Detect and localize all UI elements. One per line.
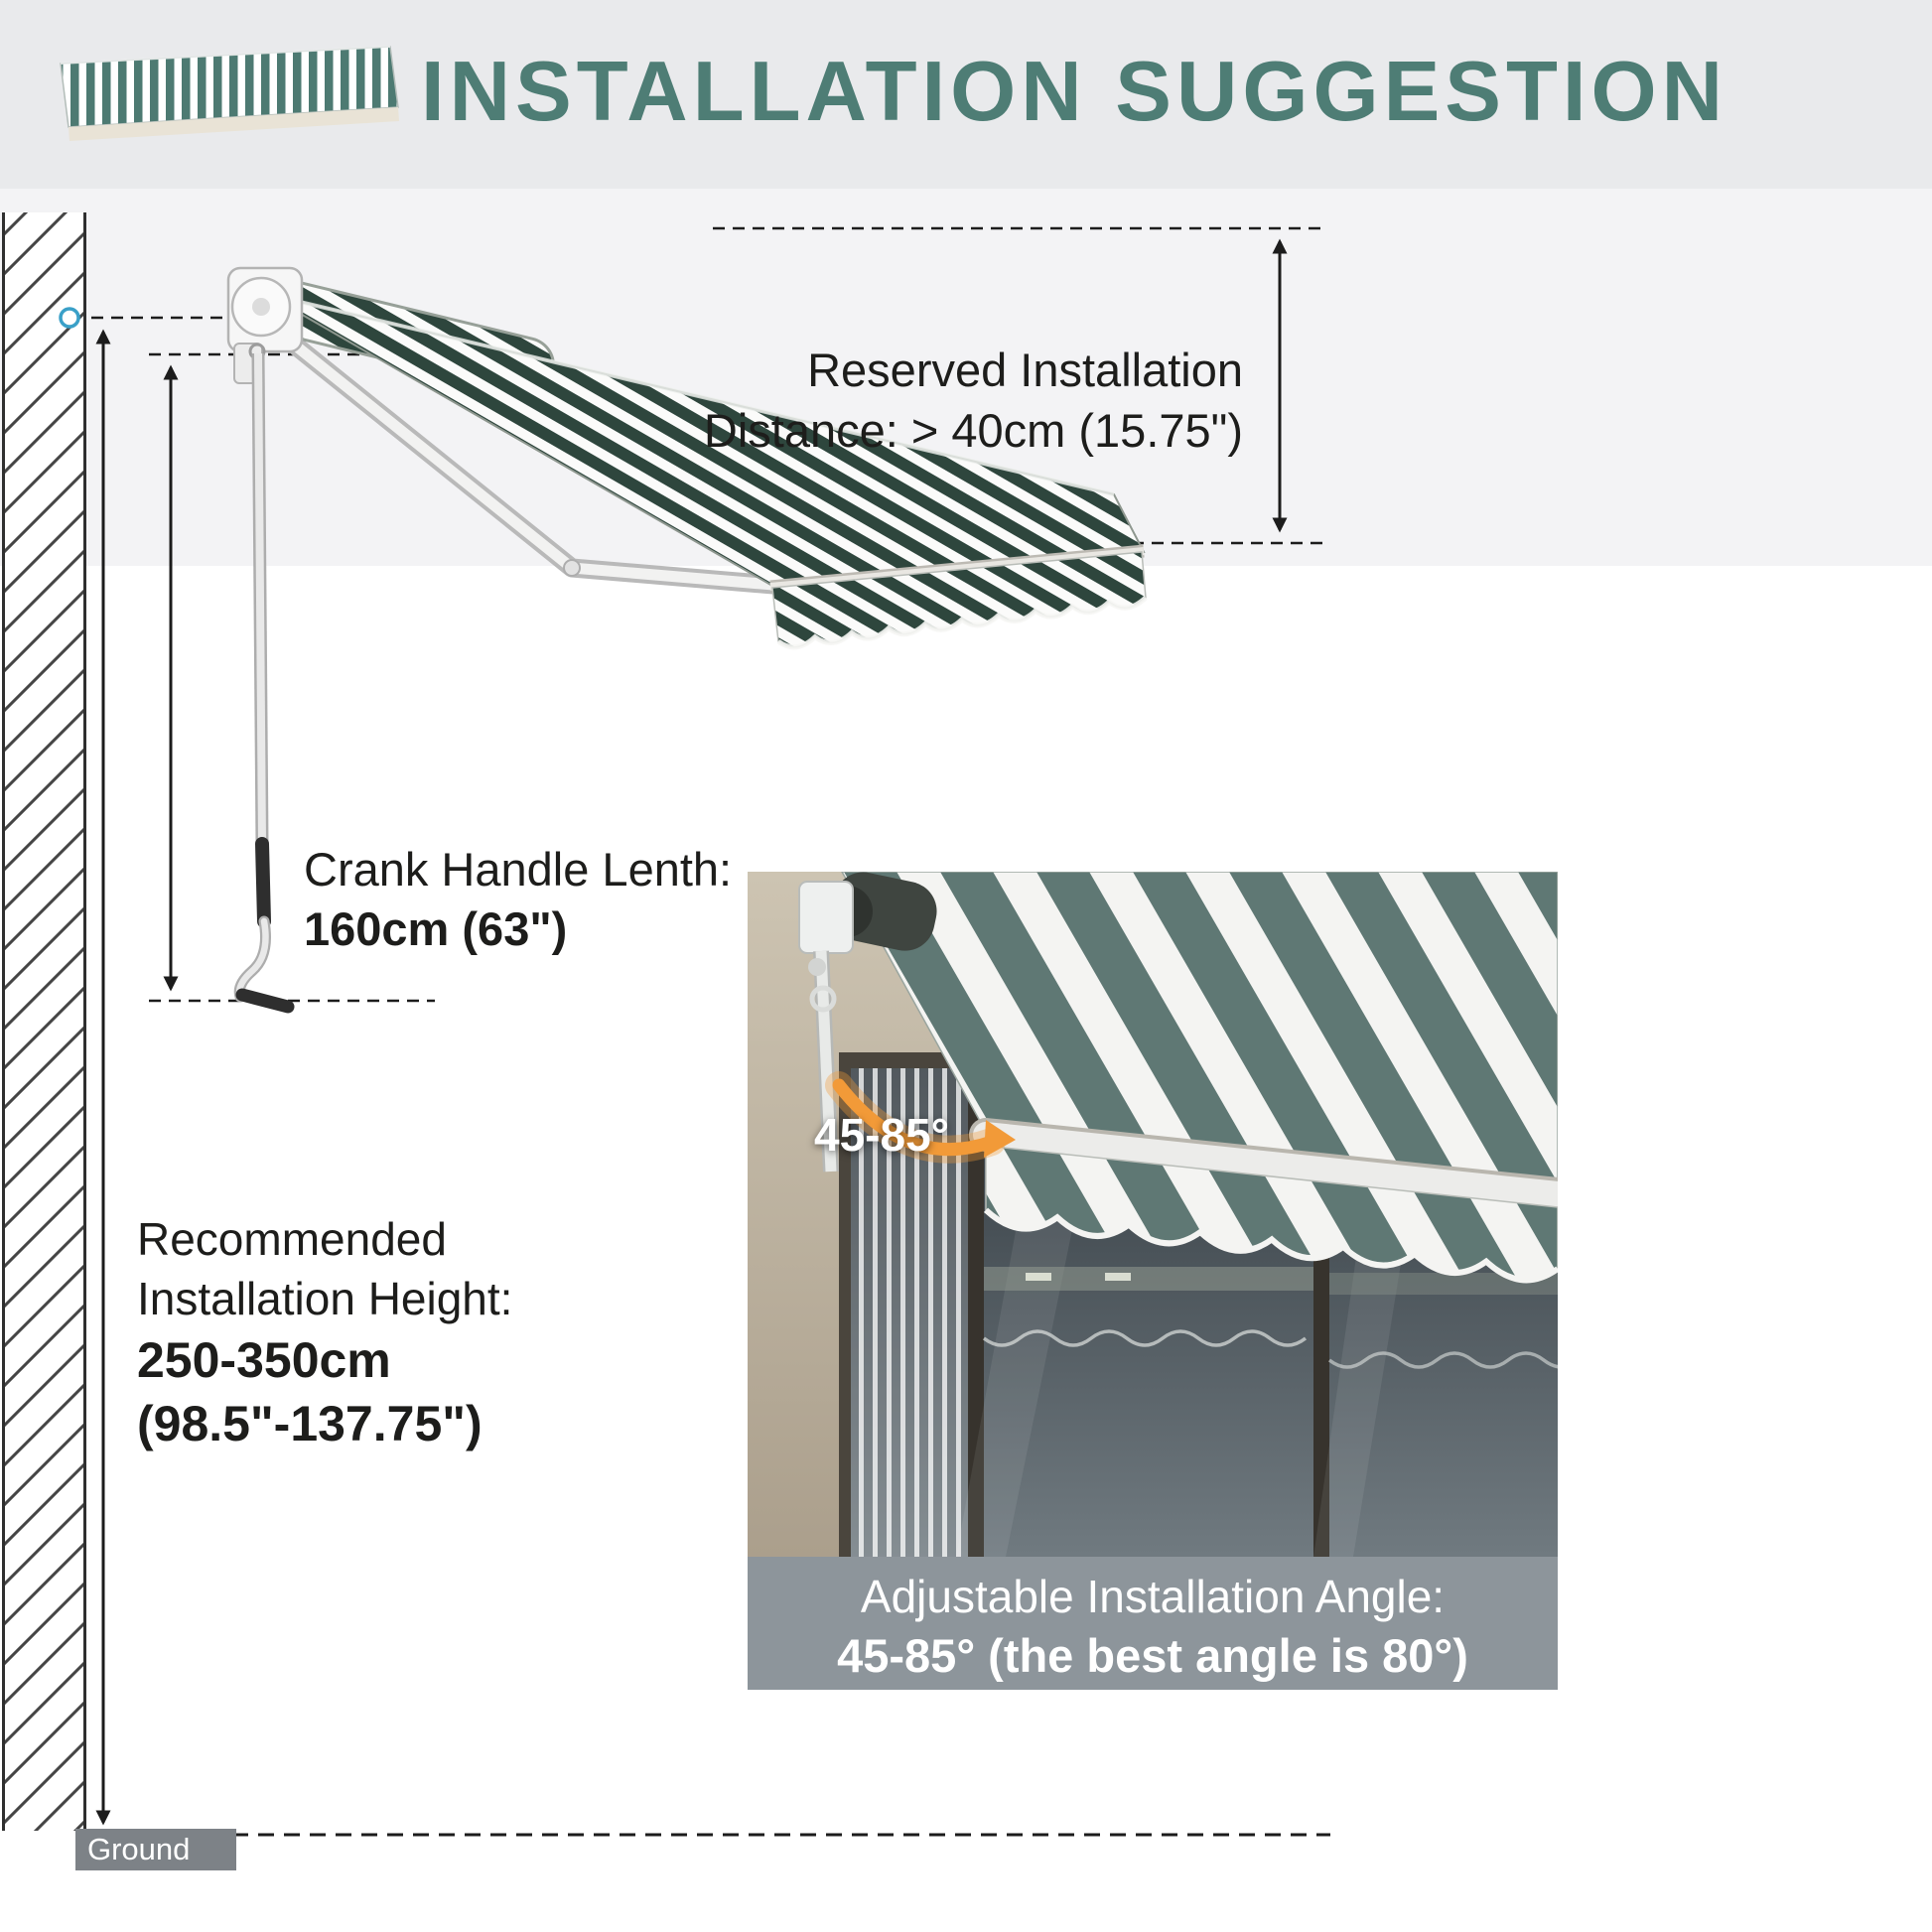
crank-handle — [233, 352, 295, 1014]
header: INSTALLATION SUGGESTION — [0, 0, 1932, 189]
page-title: INSTALLATION SUGGESTION — [421, 45, 1727, 139]
inset-caption: Adjustable Installation Angle: 45-85° (t… — [748, 1557, 1558, 1690]
ground-label: Ground — [75, 1829, 236, 1870]
height-line2: Installation Height: — [137, 1273, 513, 1324]
angle-badge: 45-85° — [814, 1109, 950, 1161]
caption-line1: Adjustable Installation Angle: — [860, 1571, 1446, 1622]
inset-awning — [798, 872, 1558, 1284]
crank-line1: Crank Handle Lenth: — [304, 843, 733, 896]
reserved-line1: Reserved Installation — [807, 344, 1243, 396]
orange-angle-arc — [825, 1071, 1016, 1164]
dimension-arrows — [95, 238, 1288, 1826]
caption-line2: 45-85° (the best angle is 80°) — [837, 1629, 1468, 1682]
awning-illustration — [59, 266, 1148, 1014]
height-line4: (98.5"-137.75") — [137, 1396, 483, 1451]
inset-photo — [748, 872, 1558, 1557]
mounting-cassette — [226, 266, 304, 384]
installation-height-note: Recommended Installation Height: 250-350… — [137, 1209, 512, 1455]
reserved-line2: Distance: > 40cm (15.75") — [703, 404, 1243, 457]
reserved-distance-note: Reserved Installation Distance: > 40cm (… — [635, 340, 1243, 461]
crank-length-note: Crank Handle Lenth: 160cm (63") — [304, 840, 732, 959]
height-line1: Recommended — [137, 1213, 447, 1265]
wall-hatch — [2, 212, 86, 1831]
crank-line2: 160cm (63") — [304, 902, 568, 955]
mount-point-ring — [59, 307, 80, 329]
dashed-guides — [77, 226, 1330, 1837]
inset-bracket — [798, 881, 854, 954]
height-line3: 250-350cm — [137, 1332, 391, 1388]
awning-icon — [60, 46, 399, 141]
